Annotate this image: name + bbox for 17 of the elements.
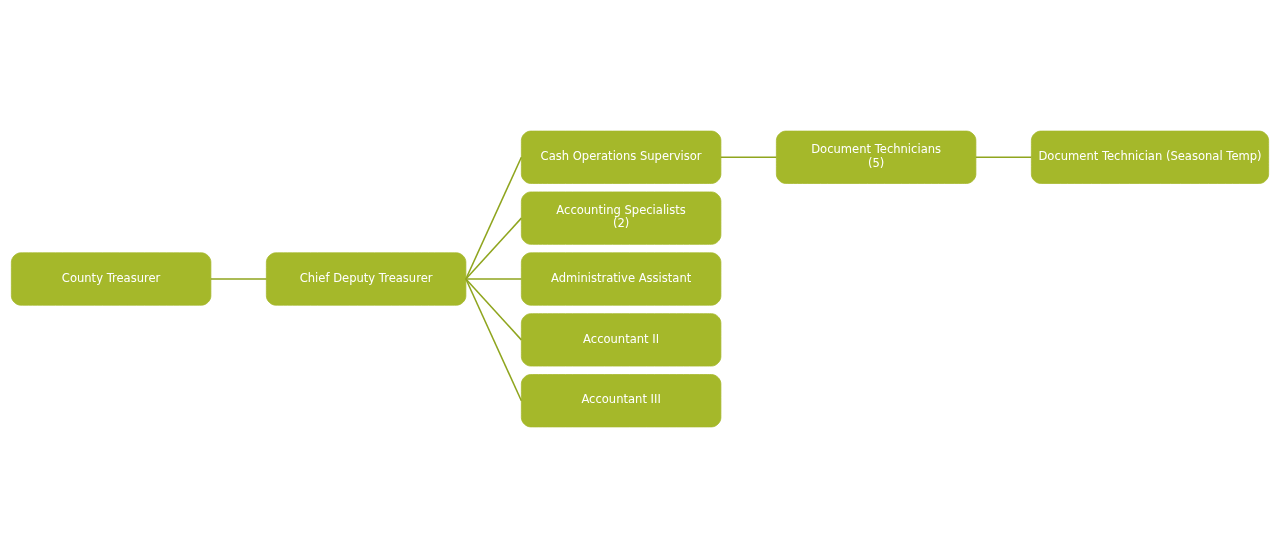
connector <box>465 278 523 402</box>
connector <box>975 156 1033 159</box>
node-box: Cash Operations Supervisor <box>520 130 722 184</box>
connector <box>465 156 523 280</box>
connector <box>210 278 268 280</box>
connector <box>465 278 523 280</box>
node-box: Administrative Assistant <box>520 252 722 306</box>
node-box: Chief Deputy Treasurer <box>265 252 467 306</box>
connector <box>465 278 523 341</box>
connector <box>465 217 523 280</box>
connector <box>720 156 778 159</box>
node-box: Document Technicians (5) <box>775 130 977 184</box>
node-box: Accounting Specialists (2) <box>520 191 722 245</box>
node-box: Accountant III <box>520 374 722 428</box>
node-box: Accountant II <box>520 313 722 367</box>
node-box: County Treasurer <box>10 252 212 306</box>
node-box: Document Technician (Seasonal Temp) <box>1031 130 1270 184</box>
